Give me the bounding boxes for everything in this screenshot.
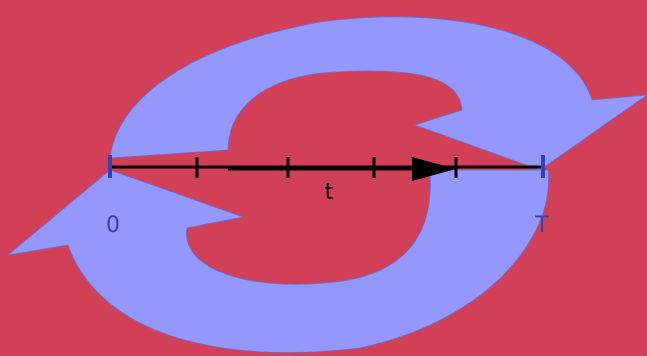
variable-label: t [325, 180, 334, 205]
end-label: T [534, 213, 549, 238]
start-label: 0 [106, 213, 120, 238]
